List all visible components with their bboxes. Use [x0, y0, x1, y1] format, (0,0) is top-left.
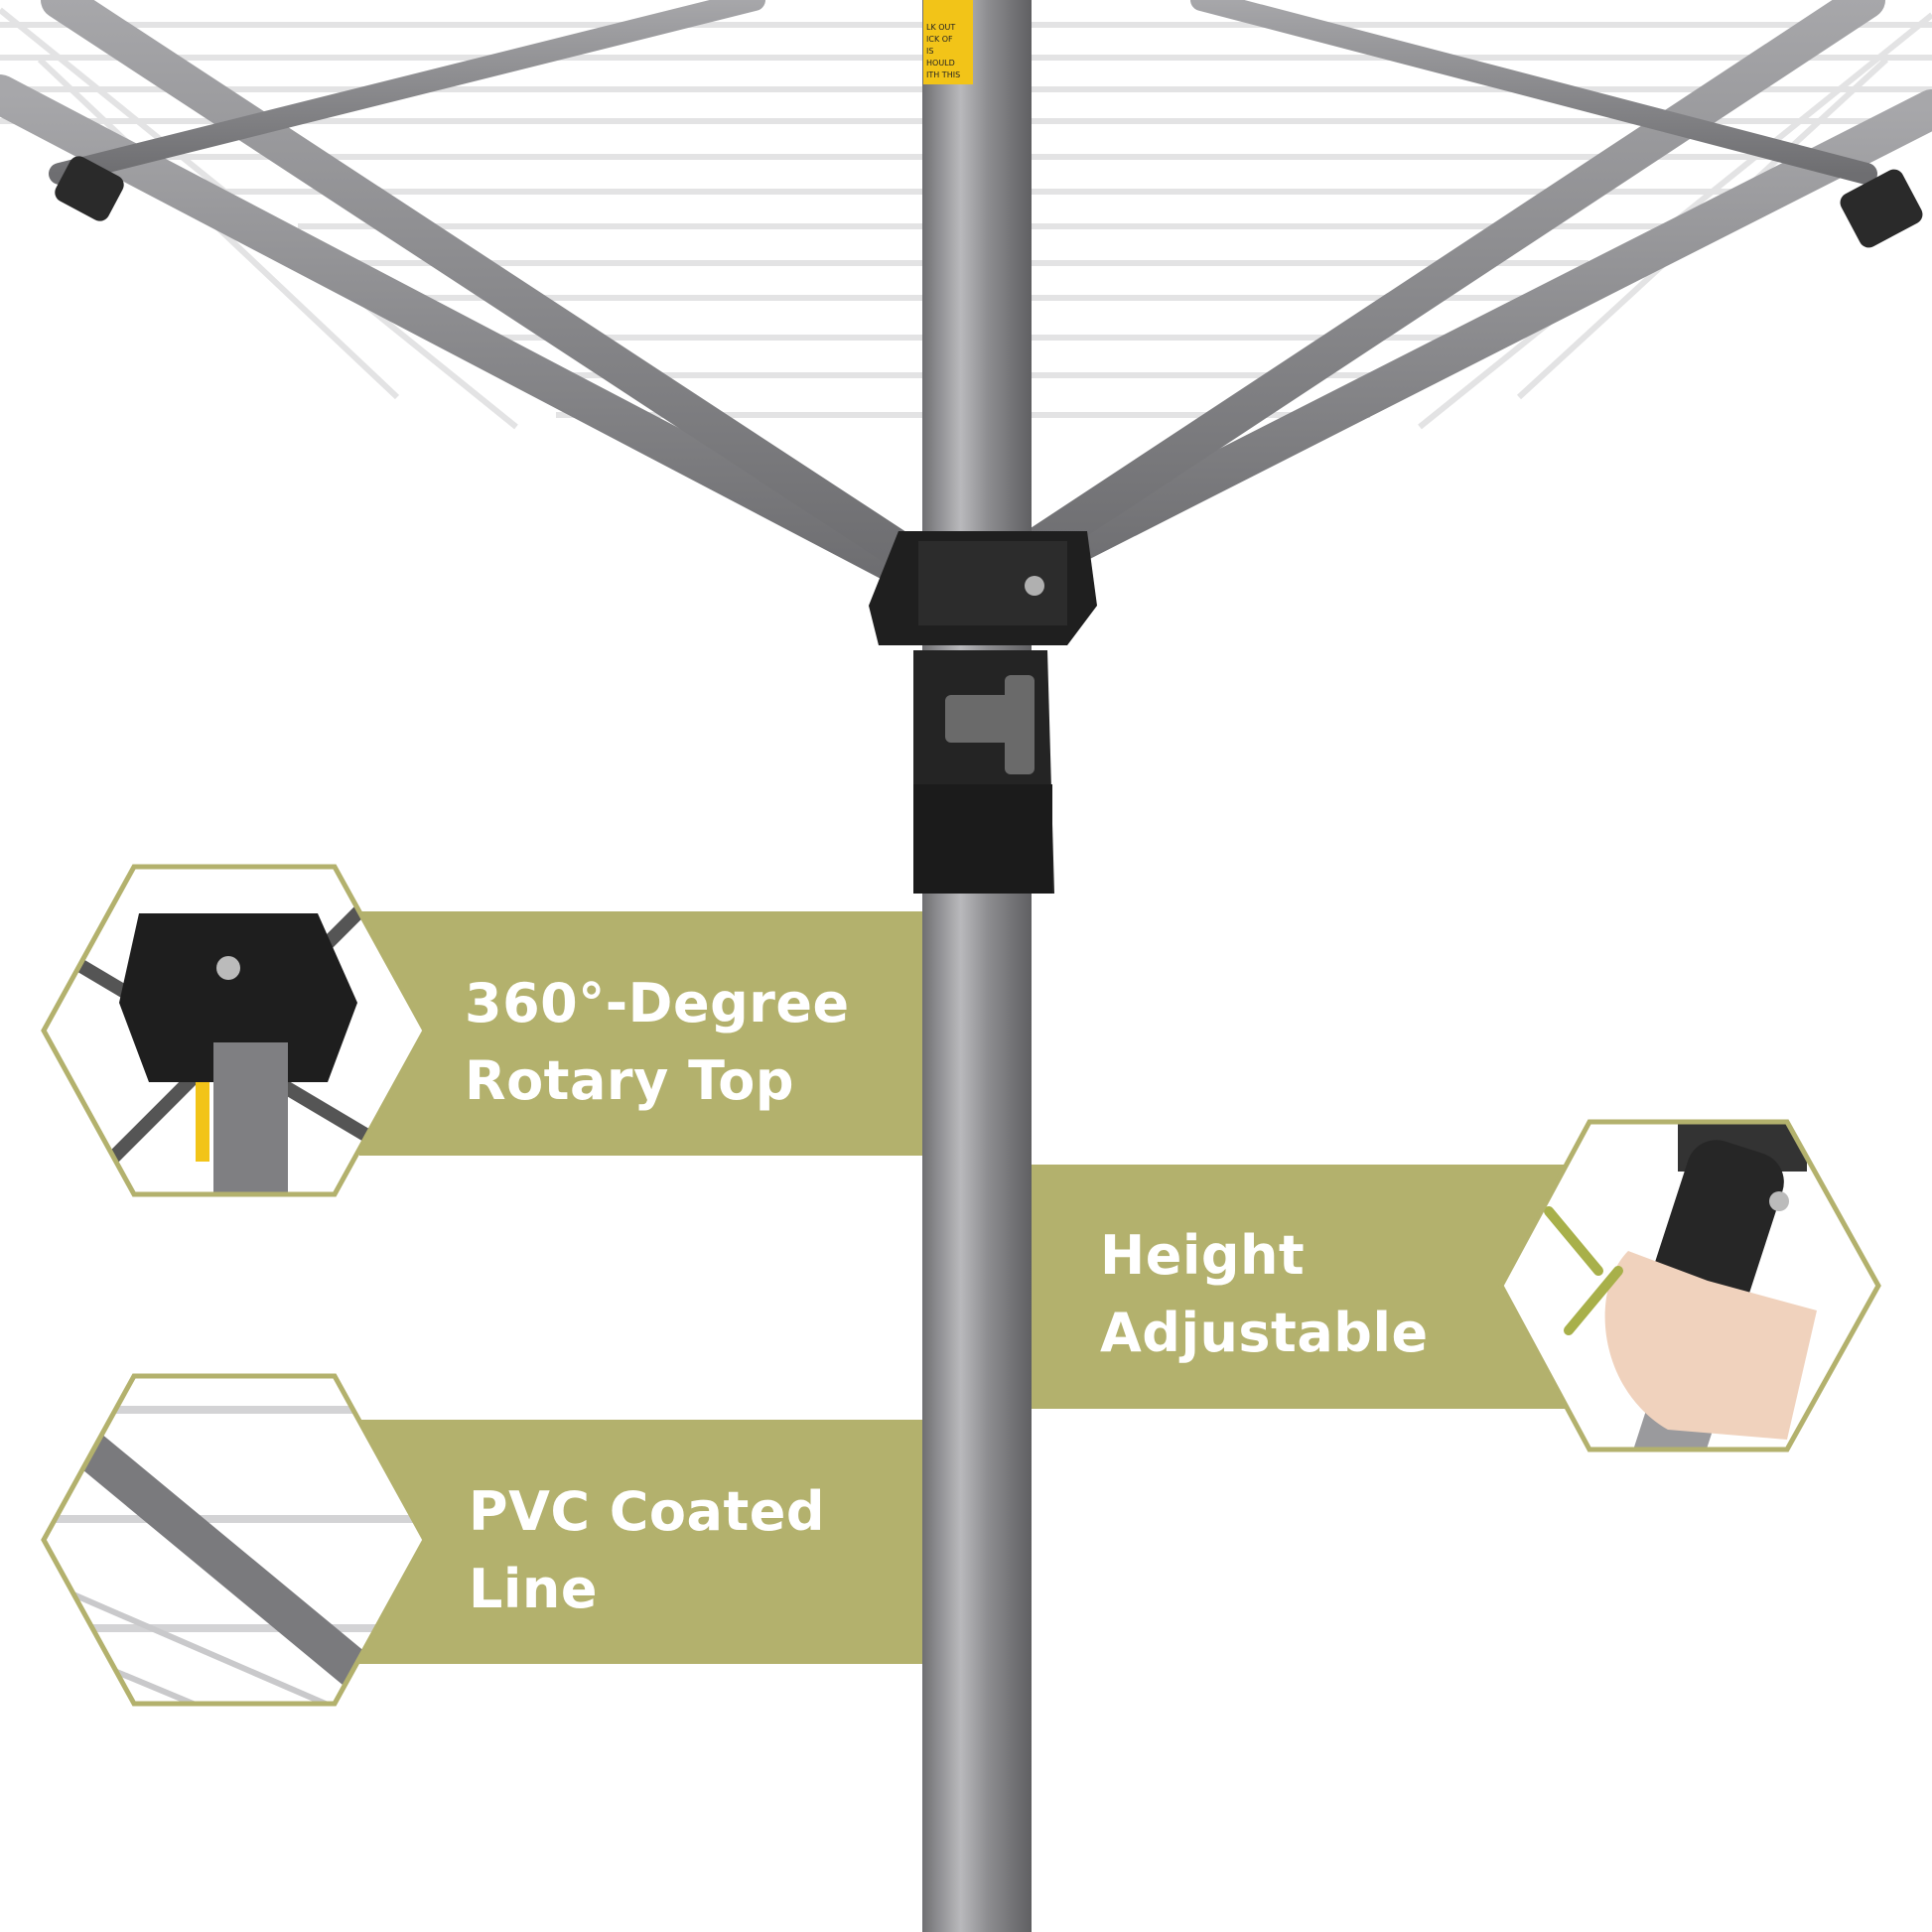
feature-label-line: Height — [1100, 1224, 1306, 1287]
banner-rotary-top — [359, 911, 922, 1156]
feature-label-rotary-top: 360°-Degree Rotary Top — [465, 965, 850, 1120]
sticker-line-4: ITH THIS — [926, 70, 960, 79]
feature-label-height-adjustable: Height Adjustable — [1100, 1217, 1429, 1372]
hand-adjusting-pole-icon — [1498, 1119, 1881, 1452]
warning-sticker — [923, 0, 973, 84]
sticker-line-0: LK OUT — [926, 23, 955, 32]
feature-label-line: 360°-Degree — [465, 972, 850, 1035]
feature-label-line: Line — [469, 1558, 598, 1620]
sticker-line-3: HOULD — [926, 59, 955, 68]
feature-label-line: Rotary Top — [465, 1049, 794, 1112]
coated-line-closeup-icon — [41, 1373, 428, 1707]
rotary-arms — [0, 0, 1932, 591]
sticker-line-1: ICK OF — [926, 35, 953, 44]
banner-pvc-line — [359, 1420, 922, 1664]
arm-end-caps — [55, 156, 1923, 248]
sticker-line-2: IS — [926, 47, 933, 56]
rotary-hub-closeup-icon — [41, 864, 428, 1197]
feature-label-line: Adjustable — [1100, 1302, 1429, 1364]
center-pole — [922, 0, 1032, 1932]
banner-height-adjustable — [1032, 1165, 1568, 1409]
rotary-hub — [869, 531, 1097, 894]
feature-label-pvc-line: PVC Coated Line — [469, 1473, 825, 1628]
feature-label-line: PVC Coated — [469, 1480, 826, 1543]
